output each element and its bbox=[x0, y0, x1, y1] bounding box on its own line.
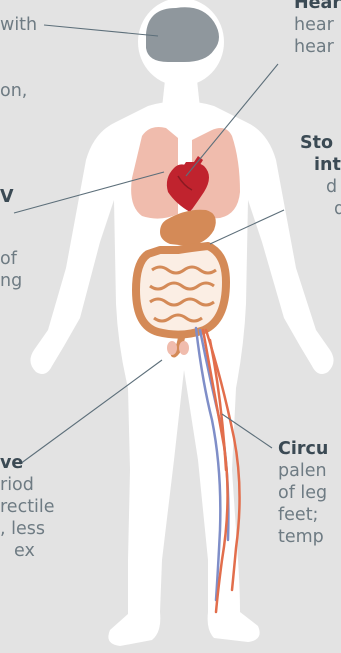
brain-label-continued: on, bbox=[0, 80, 27, 102]
brain-icon bbox=[146, 7, 219, 62]
lungs-label-continued: of ng bbox=[0, 248, 22, 292]
stomach-intestines-label: Sto int d d bbox=[300, 132, 341, 220]
brain-label: with bbox=[0, 14, 37, 36]
reproductive-label: ve riod rectile , less ex bbox=[0, 452, 55, 562]
lungs-label: V bbox=[0, 186, 14, 208]
heart-label: Hear hear hear bbox=[294, 0, 341, 58]
circulation-label: Circu palen of leg feet; temp bbox=[278, 438, 328, 548]
